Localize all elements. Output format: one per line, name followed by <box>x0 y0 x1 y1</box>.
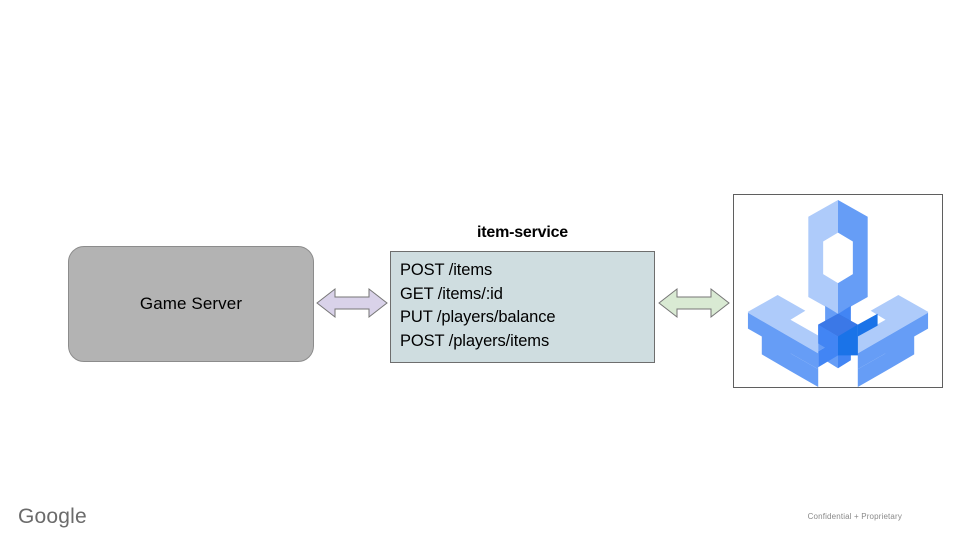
connector-game-server-to-item-service[interactable] <box>315 283 389 323</box>
isometric-three-prong-wrench-icon <box>747 199 929 387</box>
double-arrow-icon <box>316 287 388 319</box>
double-arrow-icon <box>658 287 730 319</box>
google-wordmark: Google <box>18 505 87 528</box>
endpoint-row: POST /players/items <box>400 331 550 350</box>
endpoint-row: PUT /players/balance <box>400 308 556 326</box>
node-item-service-title: item-service <box>477 224 568 241</box>
node-item-service[interactable]: POST /items GET /items/:id PUT /players/… <box>390 251 655 363</box>
connector-item-service-to-platform[interactable] <box>657 283 731 323</box>
platform-logo-frame[interactable] <box>733 194 943 388</box>
node-game-server[interactable]: Game Server <box>68 246 314 362</box>
node-game-server-label: Game Server <box>139 294 243 313</box>
endpoint-row: GET /items/:id <box>400 284 503 303</box>
endpoint-row: POST /items <box>400 261 493 279</box>
confidentiality-note: Confidential + Proprietary <box>807 512 902 521</box>
